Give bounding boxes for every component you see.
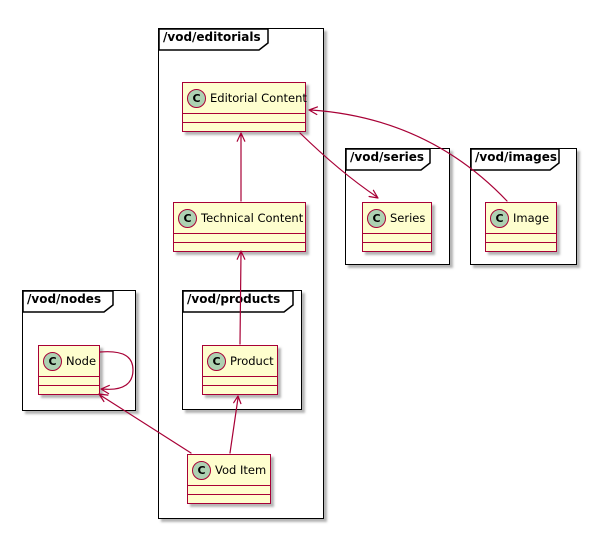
folder-tab-icon <box>21 289 114 313</box>
class-circle-icon: C <box>207 351 226 371</box>
fields-compartment <box>486 234 556 243</box>
fields-compartment <box>203 377 277 386</box>
fields-compartment <box>174 234 305 243</box>
class-technical-content: C Technical Content <box>173 202 306 252</box>
class-name: Series <box>390 211 426 225</box>
class-name: Editorial Content <box>210 91 307 105</box>
package-label-editorials: /vod/editorials <box>163 30 261 44</box>
class-title: C Vod Item <box>188 455 270 486</box>
class-title: C Editorial Content <box>183 83 307 114</box>
class-product: C Product <box>202 345 278 395</box>
class-circle-icon: C <box>43 351 62 371</box>
class-title: C Product <box>203 346 277 377</box>
class-series: C Series <box>362 202 432 252</box>
methods-compartment <box>203 386 277 395</box>
package-label-series: /vod/series <box>350 150 425 164</box>
methods-compartment <box>486 243 556 252</box>
package-label-images: /vod/images <box>475 150 558 164</box>
package-label-products: /vod/products <box>187 292 281 306</box>
fields-compartment <box>39 377 99 386</box>
class-title: C Image <box>486 203 556 234</box>
class-title: C Node <box>39 346 99 377</box>
class-name: Image <box>513 211 550 225</box>
class-title: C Technical Content <box>174 203 305 234</box>
class-vod-item: C Vod Item <box>187 454 271 504</box>
class-name: Node <box>66 354 97 368</box>
class-name: Vod Item <box>215 463 267 477</box>
class-circle-icon: C <box>490 208 509 228</box>
fields-compartment <box>188 486 270 495</box>
class-node: C Node <box>38 345 100 395</box>
fields-compartment <box>363 234 431 243</box>
class-circle-icon: C <box>187 88 206 108</box>
methods-compartment <box>174 243 305 252</box>
class-circle-icon: C <box>367 208 386 228</box>
class-name: Technical Content <box>201 211 304 225</box>
package-label-nodes: /vod/nodes <box>27 292 102 306</box>
class-name: Product <box>230 354 274 368</box>
folder-tab-icon <box>157 27 269 51</box>
methods-compartment <box>363 243 431 252</box>
class-title: C Series <box>363 203 431 234</box>
methods-compartment <box>188 495 270 504</box>
class-editorial-content: C Editorial Content <box>182 82 307 132</box>
class-circle-icon: C <box>178 208 197 228</box>
methods-compartment <box>39 386 99 395</box>
methods-compartment <box>183 123 305 132</box>
class-image: C Image <box>485 202 557 252</box>
class-circle-icon: C <box>192 460 211 480</box>
fields-compartment <box>183 114 305 123</box>
